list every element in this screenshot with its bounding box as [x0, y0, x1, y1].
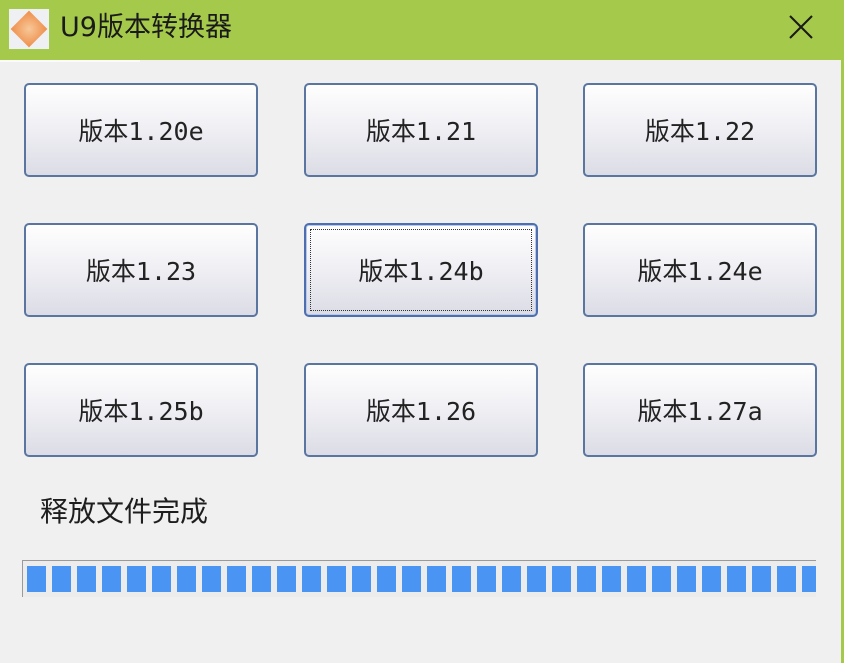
button-label: 版本1.24b: [358, 257, 484, 286]
progress-segment: [777, 566, 796, 592]
progress-segment: [302, 566, 321, 592]
progress-segment: [452, 566, 471, 592]
progress-segment: [402, 566, 421, 592]
progress-segment: [352, 566, 371, 592]
app-logo-icon: [9, 9, 49, 49]
button-label: 版本1.27a: [637, 397, 763, 426]
focus-ring: [310, 229, 532, 311]
progress-segment: [677, 566, 696, 592]
version-button-1-20e[interactable]: 版本1.20e: [24, 83, 258, 177]
progress-segment: [652, 566, 671, 592]
progress-segment: [752, 566, 771, 592]
progress-segment: [227, 566, 246, 592]
progress-segment: [802, 566, 816, 592]
progress-segment: [327, 566, 346, 592]
progress-segment: [102, 566, 121, 592]
version-button-1-24b[interactable]: 版本1.24b: [304, 223, 538, 317]
close-button[interactable]: [780, 8, 822, 48]
progress-segment: [127, 566, 146, 592]
progress-segment: [202, 566, 221, 592]
progress-fill: [27, 566, 816, 592]
progress-segment: [502, 566, 521, 592]
button-label: 版本1.20e: [78, 117, 204, 146]
button-label: 版本1.25b: [78, 397, 204, 426]
button-label: 版本1.22: [644, 117, 756, 146]
version-button-1-27a[interactable]: 版本1.27a: [583, 363, 817, 457]
progress-segment: [277, 566, 296, 592]
window-border: [841, 60, 844, 663]
progress-segment: [552, 566, 571, 592]
version-button-1-21[interactable]: 版本1.21: [304, 83, 538, 177]
progress-segment: [602, 566, 621, 592]
version-button-1-22[interactable]: 版本1.22: [583, 83, 817, 177]
window-title: U9版本转换器: [60, 12, 232, 43]
version-button-1-25b[interactable]: 版本1.25b: [24, 363, 258, 457]
progress-segment: [152, 566, 171, 592]
progress-segment: [527, 566, 546, 592]
progress-segment: [427, 566, 446, 592]
button-label: 版本1.24e: [637, 257, 763, 286]
button-label: 版本1.21: [365, 117, 477, 146]
divider: [0, 60, 140, 62]
version-button-1-23[interactable]: 版本1.23: [24, 223, 258, 317]
close-icon: [789, 15, 813, 39]
button-label: 版本1.23: [85, 257, 197, 286]
progress-segment: [477, 566, 496, 592]
progress-bar: [22, 560, 816, 597]
progress-segment: [377, 566, 396, 592]
title-bar: U9版本转换器: [0, 0, 844, 60]
progress-segment: [627, 566, 646, 592]
progress-segment: [77, 566, 96, 592]
button-label: 版本1.26: [365, 397, 477, 426]
progress-segment: [702, 566, 721, 592]
version-button-1-24e[interactable]: 版本1.24e: [583, 223, 817, 317]
status-label: 释放文件完成: [40, 495, 209, 528]
progress-segment: [52, 566, 71, 592]
version-button-1-26[interactable]: 版本1.26: [304, 363, 538, 457]
progress-segment: [252, 566, 271, 592]
progress-segment: [727, 566, 746, 592]
progress-segment: [27, 566, 46, 592]
progress-segment: [577, 566, 596, 592]
progress-segment: [177, 566, 196, 592]
